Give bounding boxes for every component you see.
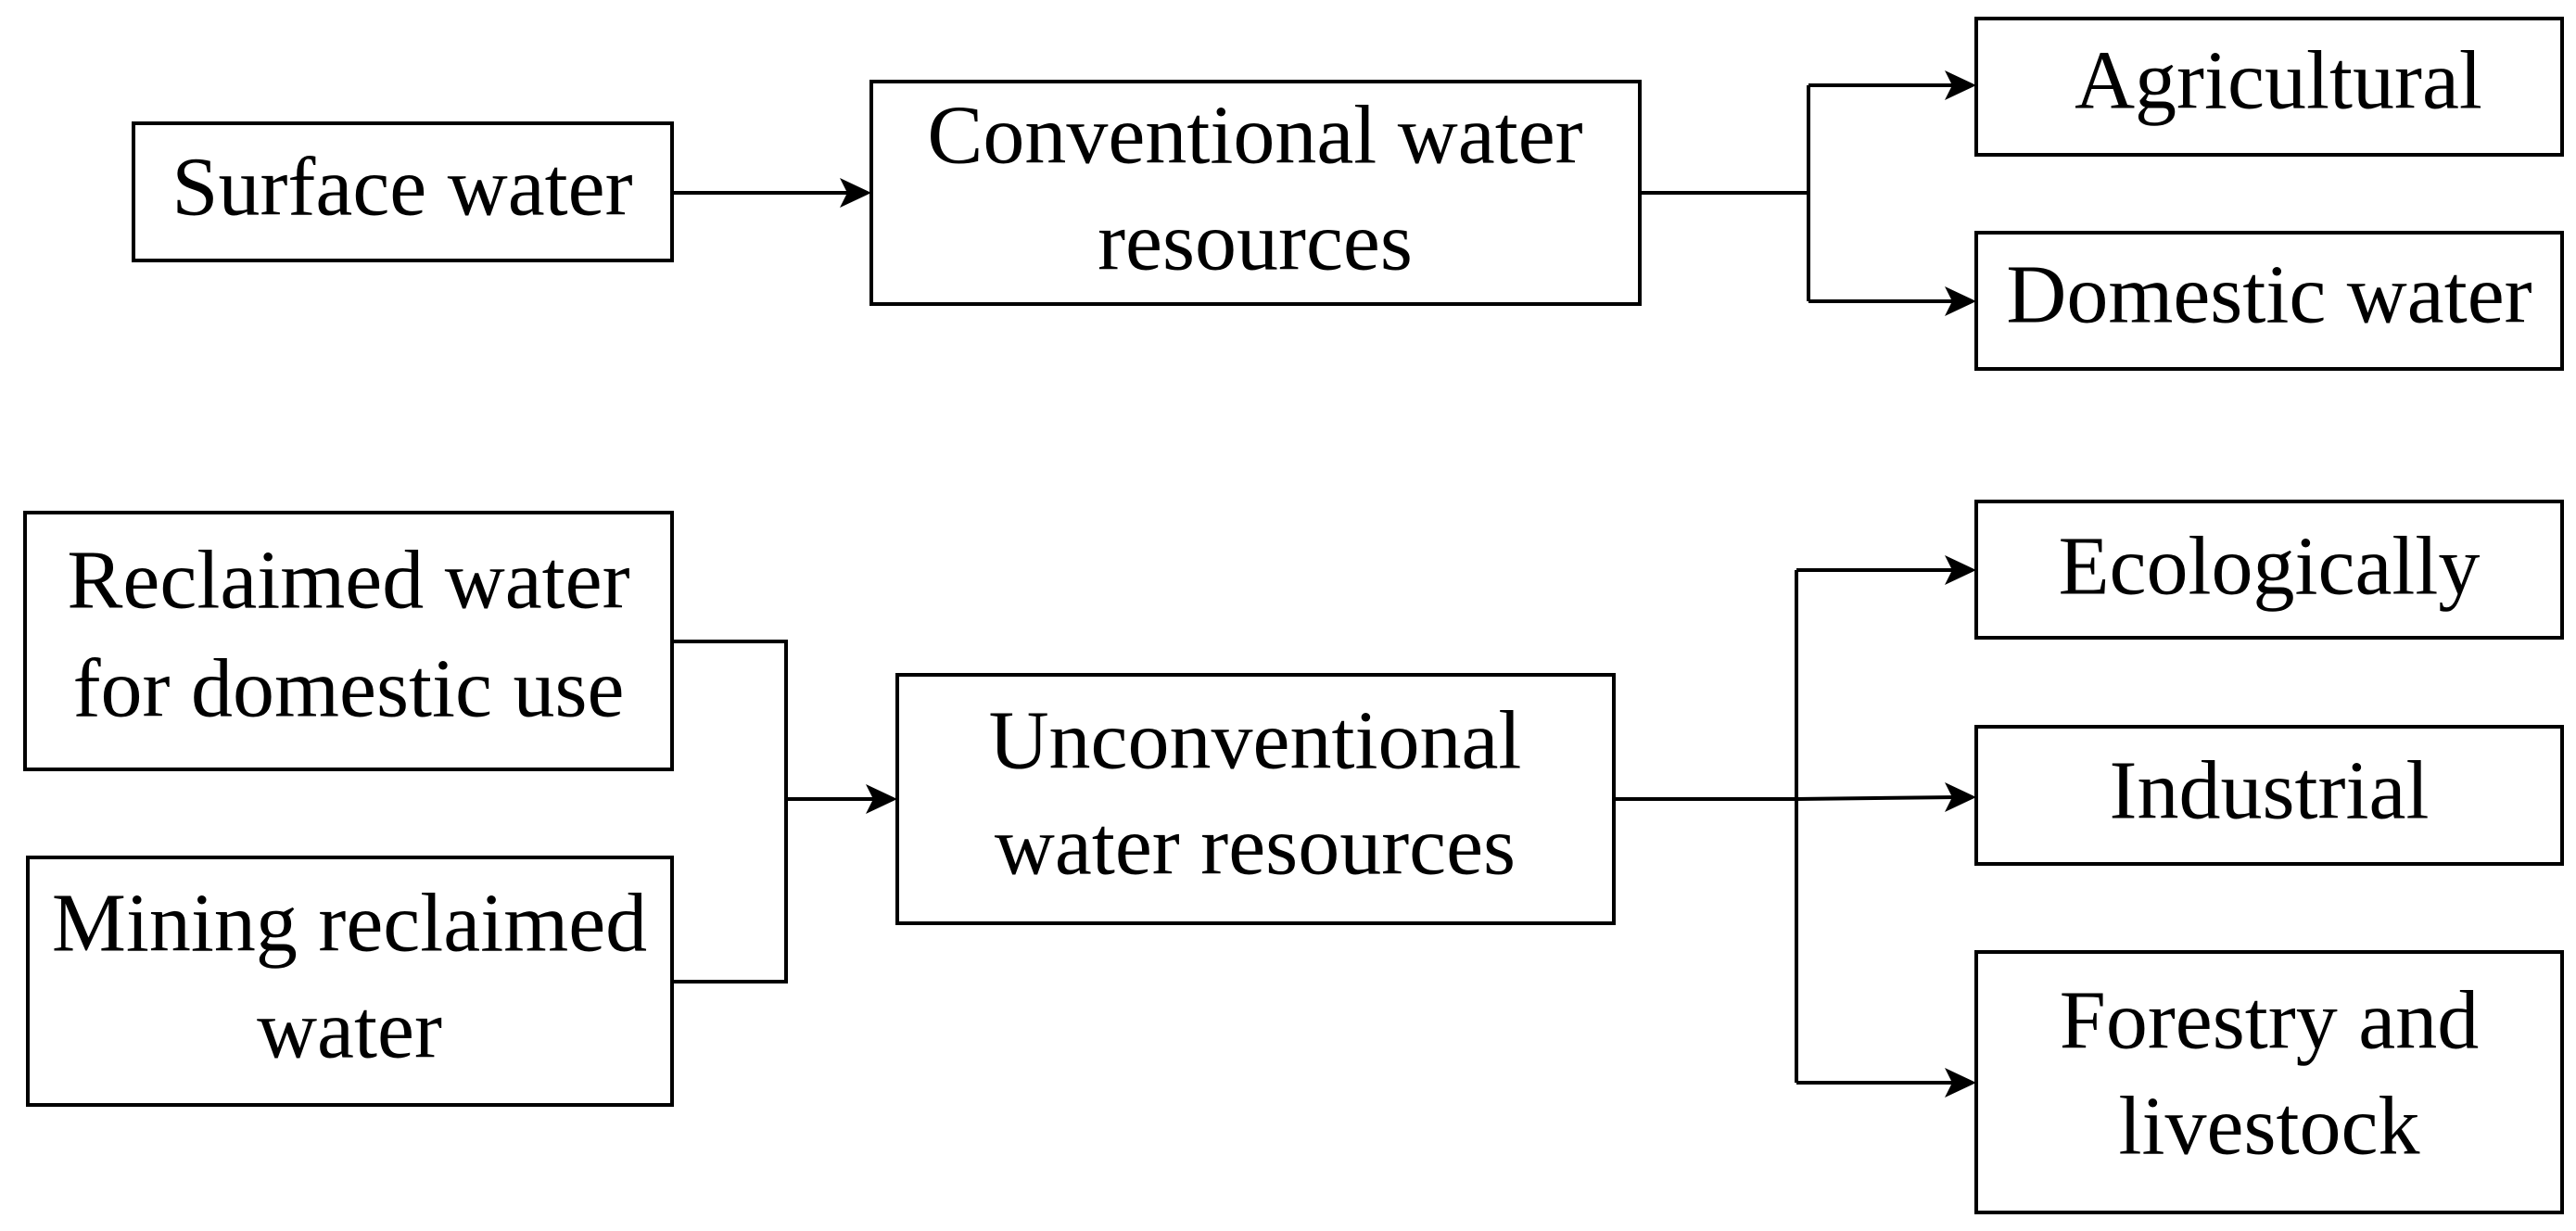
node-domestic-water-box bbox=[1974, 231, 2564, 371]
node-forestry-label-line1: Forestry and bbox=[2060, 975, 2479, 1067]
arrowhead-conventional bbox=[840, 178, 871, 208]
arrowhead-forestry bbox=[1945, 1068, 1976, 1098]
node-unconventional: Unconventional water resources bbox=[895, 673, 1616, 925]
node-ecologically-label: Ecologically bbox=[2059, 521, 2481, 613]
edge-reclaimed-to-merge bbox=[672, 640, 788, 984]
node-mining-reclaimed-label-line2: water bbox=[257, 984, 442, 1076]
node-domestic-water-label: Domestic water bbox=[2006, 249, 2532, 341]
node-mining-reclaimed: Mining reclaimed water bbox=[26, 856, 674, 1107]
node-unconventional-label-line2: water resources bbox=[995, 801, 1516, 893]
node-forestry-box bbox=[1974, 950, 2564, 1214]
node-ecologically: Ecologically bbox=[1974, 500, 2564, 640]
node-reclaimed-domestic-label-line2: for domestic use bbox=[73, 643, 625, 735]
node-forestry-label-line2: livestock bbox=[2119, 1081, 2420, 1173]
arrowhead-agricultural bbox=[1945, 70, 1976, 100]
node-mining-reclaimed-box bbox=[26, 856, 674, 1107]
node-surface-water-label: Surface water bbox=[171, 142, 632, 234]
arrowhead-ecologically bbox=[1945, 555, 1976, 585]
node-conventional-label-line2: resources bbox=[1098, 197, 1413, 288]
node-agricultural-box bbox=[1974, 17, 2564, 157]
node-reclaimed-domestic: Reclaimed water for domestic use bbox=[23, 511, 674, 771]
node-domestic-water: Domestic water bbox=[1974, 231, 2564, 371]
node-agricultural-label: Agricultural bbox=[2075, 35, 2482, 127]
node-industrial-label: Industrial bbox=[2110, 745, 2430, 837]
node-reclaimed-domestic-label-line1: Reclaimed water bbox=[67, 535, 629, 627]
node-agricultural: Agricultural bbox=[1974, 17, 2564, 157]
node-mining-reclaimed-label-line1: Mining reclaimed bbox=[52, 878, 647, 970]
node-reclaimed-domestic-box bbox=[23, 511, 674, 771]
node-unconventional-box bbox=[895, 673, 1616, 925]
arrowhead-industrial bbox=[1945, 782, 1976, 812]
node-ecologically-box bbox=[1974, 500, 2564, 640]
arrowhead-domestic-water bbox=[1945, 286, 1976, 316]
node-forestry: Forestry and livestock bbox=[1974, 950, 2564, 1214]
node-industrial: Industrial bbox=[1974, 725, 2564, 866]
arrowhead-unconventional bbox=[866, 784, 897, 814]
node-surface-water: Surface water bbox=[132, 121, 674, 262]
edge-to-industrial bbox=[1796, 795, 1959, 801]
node-conventional-box bbox=[869, 80, 1642, 306]
node-unconventional-label-line1: Unconventional bbox=[989, 695, 1522, 787]
node-conventional-label-line1: Conventional water bbox=[927, 90, 1582, 182]
node-surface-water-box bbox=[132, 121, 674, 262]
connectors bbox=[672, 70, 1976, 1098]
node-industrial-box bbox=[1974, 725, 2564, 866]
node-conventional: Conventional water resources bbox=[869, 80, 1642, 306]
